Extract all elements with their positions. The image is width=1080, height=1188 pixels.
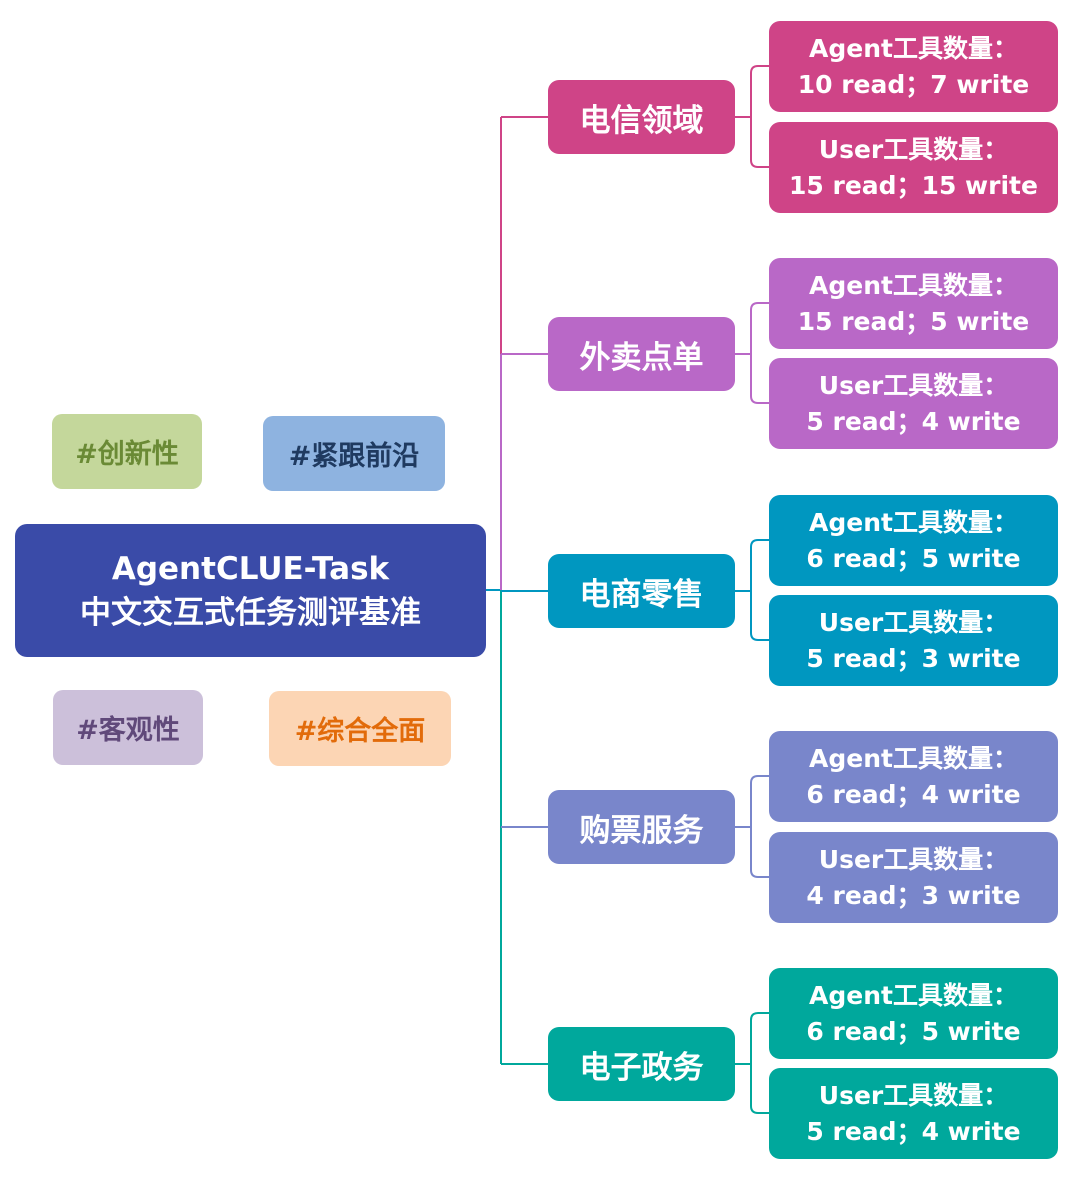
root-subtitle: 中文交互式任务测评基准: [80, 594, 421, 631]
domain-node-food-delivery: 外卖点单: [548, 317, 735, 391]
user-tools-title: User工具数量：: [818, 1080, 1009, 1110]
user-tools-detail: 4 read；3 write: [806, 880, 1021, 910]
agent-tools-node: Agent工具数量： 6 read；4 write: [769, 731, 1058, 822]
agent-tools-detail: 15 read；5 write: [797, 306, 1030, 336]
agent-tools-title: Agent工具数量：: [809, 743, 1018, 773]
agent-tools-title: Agent工具数量：: [809, 507, 1018, 537]
agent-tools-node: Agent工具数量： 6 read；5 write: [769, 495, 1058, 586]
tag-innovation: #创新性: [52, 414, 202, 489]
agent-tools-node: Agent工具数量： 15 read；5 write: [769, 258, 1058, 349]
user-tools-detail: 5 read；4 write: [806, 1116, 1021, 1146]
agent-tools-detail: 6 read；4 write: [806, 779, 1021, 809]
user-tools-node: User工具数量： 4 read；3 write: [769, 832, 1058, 923]
user-tools-node: User工具数量： 5 read；4 write: [769, 1068, 1058, 1159]
agent-tools-node: Agent工具数量： 6 read；5 write: [769, 968, 1058, 1059]
agent-tools-title: Agent工具数量：: [809, 270, 1018, 300]
user-tools-detail: 5 read；4 write: [806, 406, 1021, 436]
root-node: AgentCLUE-Task 中文交互式任务测评基准: [15, 524, 486, 657]
agent-tools-detail: 6 read；5 write: [806, 543, 1021, 573]
agent-tools-node: Agent工具数量： 10 read；7 write: [769, 21, 1058, 112]
user-tools-detail: 15 read；15 write: [789, 170, 1038, 200]
agent-tools-detail: 6 read；5 write: [806, 1016, 1021, 1046]
domain-node-ticketing: 购票服务: [548, 790, 735, 864]
tag-label: #紧跟前沿: [288, 441, 420, 472]
user-tools-node: User工具数量： 5 read；4 write: [769, 358, 1058, 449]
tag-objectivity: #客观性: [53, 690, 203, 765]
user-tools-title: User工具数量：: [818, 844, 1009, 874]
agent-tools-title: Agent工具数量：: [809, 980, 1018, 1010]
leaf-bracket: [750, 1012, 769, 1114]
tag-label: #创新性: [75, 439, 179, 470]
domain-label: 电商零售: [579, 576, 704, 613]
domain-label: 电信领域: [579, 102, 704, 139]
agent-tools-detail: 10 read；7 write: [797, 69, 1030, 99]
user-tools-title: User工具数量：: [818, 370, 1009, 400]
tag-label: #客观性: [76, 715, 180, 746]
leaf-bracket: [750, 65, 769, 168]
domain-node-ecommerce: 电商零售: [548, 554, 735, 628]
tag-cutting-edge: #紧跟前沿: [263, 416, 445, 491]
user-tools-node: User工具数量： 5 read；3 write: [769, 595, 1058, 686]
tag-label: #综合全面: [294, 716, 426, 747]
domain-label: 购票服务: [579, 812, 704, 849]
user-tools-detail: 5 read；3 write: [806, 643, 1021, 673]
domain-label: 电子政务: [579, 1049, 704, 1086]
leaf-bracket: [750, 775, 769, 878]
tag-comprehensive: #综合全面: [269, 691, 451, 766]
user-tools-node: User工具数量： 15 read；15 write: [769, 122, 1058, 213]
leaf-bracket: [750, 302, 769, 404]
root-title: AgentCLUE-Task: [111, 550, 390, 587]
agent-tools-title: Agent工具数量：: [809, 33, 1018, 63]
user-tools-title: User工具数量：: [818, 134, 1009, 164]
user-tools-title: User工具数量：: [818, 607, 1009, 637]
domain-node-telecom: 电信领域: [548, 80, 735, 154]
domain-node-e-government: 电子政务: [548, 1027, 735, 1101]
leaf-bracket: [750, 539, 769, 641]
domain-label: 外卖点单: [579, 339, 704, 376]
